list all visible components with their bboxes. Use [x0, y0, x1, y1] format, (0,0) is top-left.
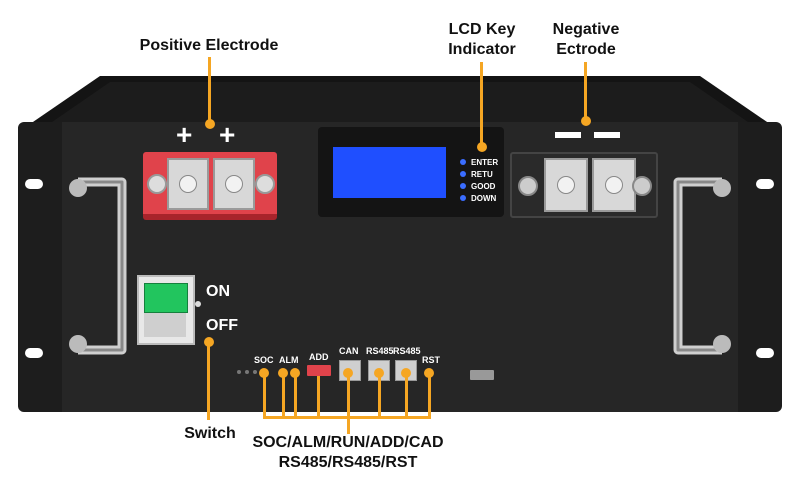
- lcd-screen: [333, 147, 446, 198]
- bolt-icon: [518, 176, 538, 196]
- port-dot: [343, 368, 353, 378]
- negative-lug: [544, 158, 588, 212]
- lcd-key-label: RETU: [471, 170, 493, 179]
- negative-lug: [592, 158, 636, 212]
- lcd-key-label: GOOD: [471, 182, 496, 191]
- negative-label-line2: Ectrode: [556, 41, 616, 58]
- positive-lug: [167, 158, 209, 210]
- negative-sign: [555, 132, 581, 138]
- small-led: [245, 370, 249, 374]
- switch-indicator-dot: [195, 301, 201, 307]
- port-dot: [401, 368, 411, 378]
- left-rack-ear: [18, 122, 66, 412]
- port-leader: [317, 376, 320, 418]
- port-leader: [378, 372, 381, 418]
- port-dot: [374, 368, 384, 378]
- leader-line: [208, 57, 211, 123]
- port-dot: [290, 368, 300, 378]
- add-dip-switch[interactable]: [307, 365, 331, 376]
- small-led: [253, 370, 257, 374]
- switch-on-label: ON: [206, 283, 230, 300]
- negative-label-line1: Negative: [552, 21, 620, 38]
- port-bracket: [263, 416, 431, 419]
- mount-hole: [25, 179, 43, 189]
- switch-label: Switch: [184, 425, 236, 442]
- positive-lug: [213, 158, 255, 210]
- lcd-key-down[interactable]: [460, 195, 466, 201]
- rs485-label: RS485: [393, 346, 421, 356]
- negative-terminal-block: [510, 152, 658, 218]
- bolt-icon: [179, 175, 197, 193]
- lcd-label-line1: LCD Key: [448, 21, 516, 38]
- ports-label-line2: RS485/RS485/RST: [278, 454, 418, 471]
- lcd-label-line2: Indicator: [448, 41, 516, 58]
- add-label: ADD: [309, 352, 329, 362]
- port-leader: [294, 372, 297, 418]
- bolt-icon: [557, 176, 575, 194]
- leader-line: [207, 342, 210, 420]
- positive-electrode-label: Positive Electrode: [139, 37, 279, 54]
- switch-off-label: OFF: [206, 317, 238, 334]
- lcd-key-retu[interactable]: [460, 171, 466, 177]
- bolt-icon: [147, 174, 167, 194]
- leader-dot: [204, 337, 214, 347]
- right-handle[interactable]: [660, 170, 740, 370]
- leader-dot: [581, 116, 591, 126]
- soc-label: SOC: [254, 355, 274, 365]
- leader-dot: [205, 119, 215, 129]
- rs485-label: RS485: [366, 346, 394, 356]
- can-label: CAN: [339, 346, 359, 356]
- mount-hole: [756, 179, 774, 189]
- lcd-module: ENTER RETU GOOD DOWN: [318, 127, 504, 217]
- leader-line: [480, 62, 483, 146]
- mount-hole: [756, 348, 774, 358]
- port-leader: [282, 372, 285, 418]
- positive-sign: +: [176, 119, 193, 150]
- lcd-key-enter[interactable]: [460, 159, 466, 165]
- port-dot: [278, 368, 288, 378]
- right-rack-ear: [734, 122, 782, 412]
- port-leader: [428, 372, 431, 418]
- alm-label: ALM: [279, 355, 299, 365]
- breaker-lever[interactable]: [144, 283, 188, 313]
- port-dot: [424, 368, 434, 378]
- small-led: [237, 370, 241, 374]
- lcd-key-good[interactable]: [460, 183, 466, 189]
- lcd-key-label: DOWN: [471, 194, 497, 203]
- rst-label: RST: [422, 355, 440, 365]
- positive-terminal-block: [143, 152, 277, 220]
- ports-label-line1: SOC/ALM/RUN/ADD/CAD: [252, 434, 444, 451]
- port-leader: [405, 372, 408, 418]
- port-dot: [259, 368, 269, 378]
- negative-sign: [594, 132, 620, 138]
- positive-sign: +: [219, 119, 236, 150]
- leader-line: [584, 62, 587, 120]
- lcd-key-label: ENTER: [471, 158, 499, 167]
- leader-dot: [477, 142, 487, 152]
- breaker-switch[interactable]: [137, 275, 195, 345]
- bolt-icon: [225, 175, 243, 193]
- service-port[interactable]: [470, 370, 494, 380]
- left-handle[interactable]: [60, 170, 140, 370]
- port-leader: [263, 372, 266, 418]
- bolt-icon: [255, 174, 275, 194]
- bolt-icon: [605, 176, 623, 194]
- mount-hole: [25, 348, 43, 358]
- breaker-body: [144, 313, 186, 337]
- bolt-icon: [632, 176, 652, 196]
- port-leader: [347, 372, 350, 434]
